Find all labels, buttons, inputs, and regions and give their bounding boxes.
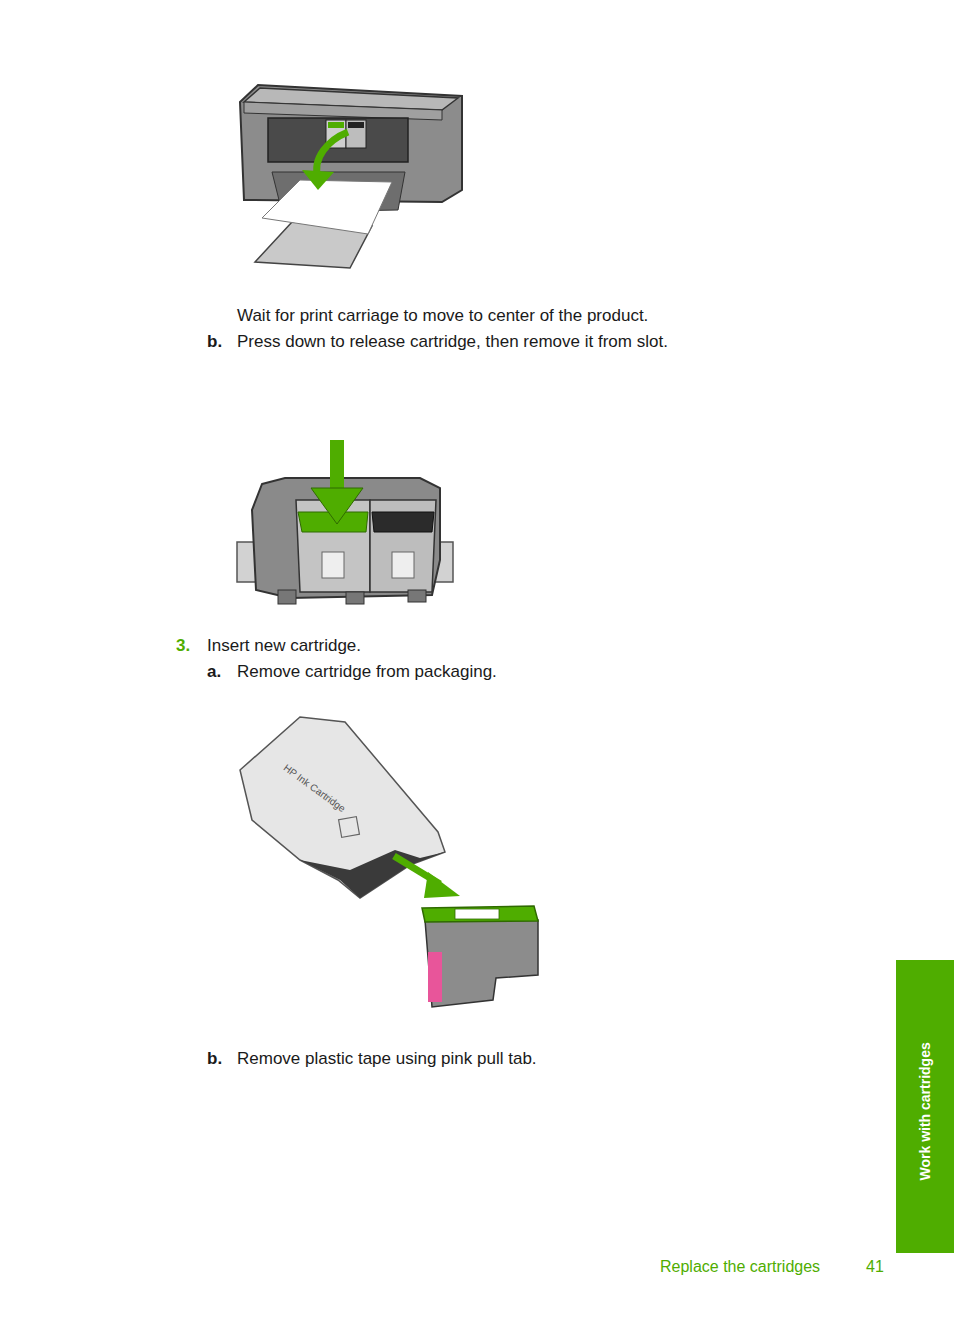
footer-section: Replace the cartridges [660, 1257, 820, 1276]
side-tab: Work with cartridges [896, 960, 954, 1253]
printer-illustration [240, 85, 462, 268]
page-number: 41 [866, 1257, 884, 1276]
step-letter: b. [207, 332, 222, 352]
step-number: 3. [176, 636, 190, 656]
step-letter: b. [207, 1049, 222, 1069]
instruction-text: Insert new cartridge. [207, 636, 361, 656]
packaging-illustration [240, 717, 538, 1007]
instruction-text: Press down to release cartridge, then re… [237, 332, 668, 352]
instruction-text: Remove cartridge from packaging. [237, 662, 497, 682]
instruction-text: Wait for print carriage to move to cente… [237, 306, 648, 326]
carriage-illustration [237, 440, 453, 604]
tab-title: Work with cartridges [917, 1043, 934, 1181]
step-letter: a. [207, 662, 221, 682]
instruction-text: Remove plastic tape using pink pull tab. [237, 1049, 537, 1069]
